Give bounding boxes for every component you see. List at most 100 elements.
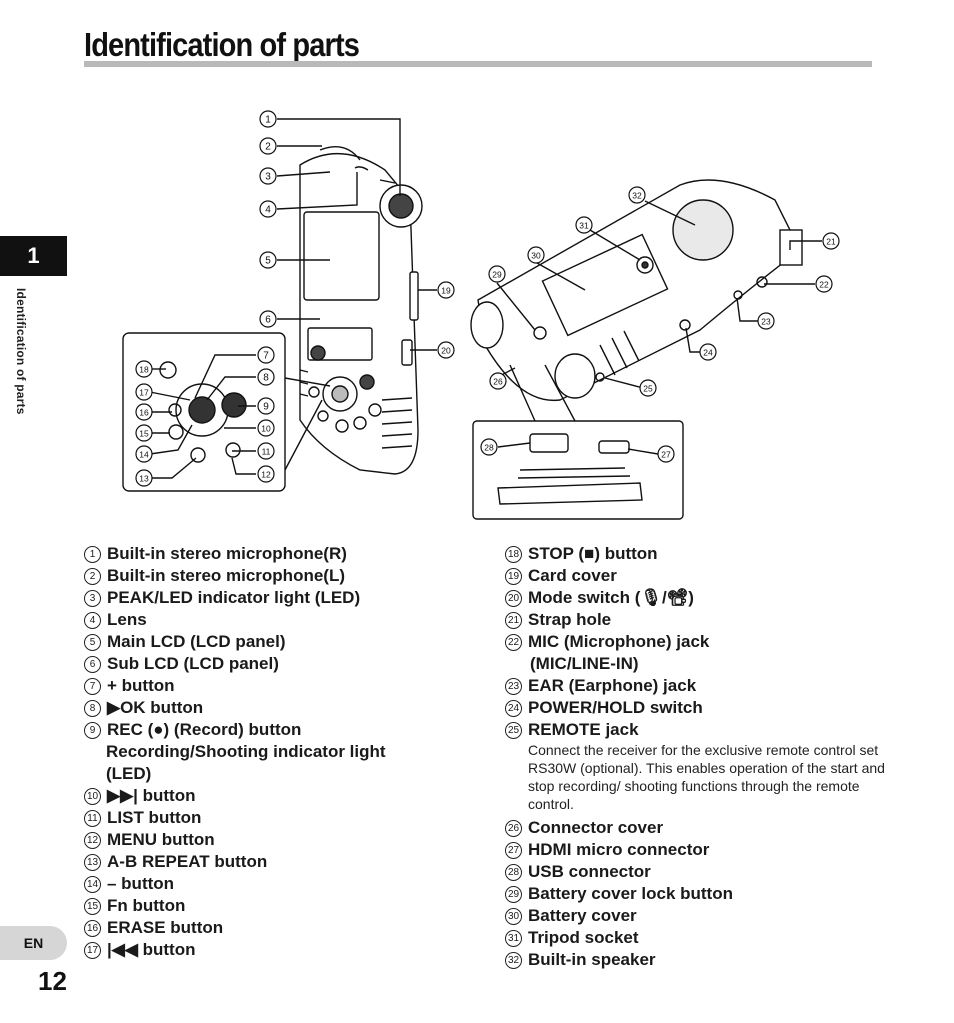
item-label: STOP (■) button [528,544,658,563]
item-label: Built-in stereo microphone(L) [107,566,345,585]
callout-circle [259,110,277,128]
callout-number: 23 [761,317,771,327]
item-label: Fn button [107,896,186,915]
callout-circle [575,216,593,234]
item-label: ▶▶| button [107,786,196,805]
item-number: 3 [84,590,101,607]
callout-circle [135,445,153,463]
callout-17: 17 [135,383,153,401]
callout-number: 29 [492,270,502,280]
item-label: EAR (Earphone) jack [528,676,697,695]
callout-number: 4 [265,205,271,216]
item-label: POWER/HOLD switch [528,698,703,717]
list-item: 30 Battery cover [505,905,885,927]
list-item: 10▶▶| button [84,785,484,807]
item-label: PEAK/LED indicator light (LED) [107,588,361,607]
item-number: 23 [505,678,522,695]
item-number: 24 [505,700,522,717]
item-number: 2 [84,568,101,585]
callout-8: 8 [257,368,275,386]
callout-number: 2 [265,142,271,153]
item-label: Battery cover [528,906,637,925]
item-label: LIST button [107,808,202,827]
chapter-tab[interactable]: 1 [0,236,67,276]
callout-circle [259,251,277,269]
item-label: Main LCD (LCD panel) [107,632,286,651]
callout-number: 13 [139,474,149,484]
item-number: 19 [505,568,522,585]
item-label: Connector cover [528,818,664,837]
callout-29: 29 [488,265,506,283]
callout-circle [259,167,277,185]
callout-number: 3 [265,172,271,183]
callout-number: 20 [441,346,451,356]
callout-24: 24 [699,343,717,361]
callout-2: 2 [259,137,277,155]
callout-circle [257,368,275,386]
callout-15: 15 [135,424,153,442]
callout-14: 14 [135,445,153,463]
callout-1: 1 [259,110,277,128]
callout-number: 15 [139,429,149,439]
callout-circle [259,310,277,328]
callout-16: 16 [135,403,153,421]
list-item: 7+ button [84,675,484,697]
list-item: 14– button [84,873,484,895]
callout-circle [257,442,275,460]
callout-number: 1 [265,115,271,126]
callout-circle [257,397,275,415]
callout-circle [657,445,675,463]
item-label: MENU button [107,830,215,849]
item-label: REMOTE jack [528,720,639,739]
item-number: 16 [84,920,101,937]
item-continuation: (LED) [106,764,152,783]
item-description: Connect the receiver for the exclusive r… [528,742,885,812]
item-label: Built-in stereo microphone(R) [107,544,347,563]
list-item: 24 POWER/HOLD switch [505,697,885,719]
callout-5: 5 [259,251,277,269]
callout-21: 21 [822,232,840,250]
item-number: 6 [84,656,101,673]
callout-circle [259,200,277,218]
item-number: 27 [505,842,522,859]
item-number: 9 [84,722,101,739]
item-label: ▶OK button [107,698,204,717]
item-label: + button [107,676,175,695]
callout-circle [489,372,507,390]
item-label: Lens [107,610,147,629]
item-continuation: (MIC/LINE-IN) [530,654,639,673]
callout-circle [135,360,153,378]
callout-circle [480,438,498,456]
callout-3: 3 [259,167,277,185]
list-item: 2 Built-in stereo microphone(L) [84,565,484,587]
callout-number: 28 [484,443,494,453]
item-number: 11 [84,810,101,827]
callout-25: 25 [639,379,657,397]
item-label: REC (●) (Record) button [107,720,302,739]
callout-13: 13 [135,469,153,487]
item-number: 13 [84,854,101,871]
callout-27: 27 [657,445,675,463]
page-title: Identification of parts [84,26,360,63]
callout-10: 10 [257,419,275,437]
callout-4: 4 [259,200,277,218]
page-number: 12 [38,966,67,996]
item-number: 32 [505,952,522,969]
connector-zoom-box [472,420,684,520]
item-label: Strap hole [528,610,612,629]
front-device-illustration [299,146,423,475]
item-label: USB connector [528,862,651,881]
item-number: 30 [505,908,522,925]
